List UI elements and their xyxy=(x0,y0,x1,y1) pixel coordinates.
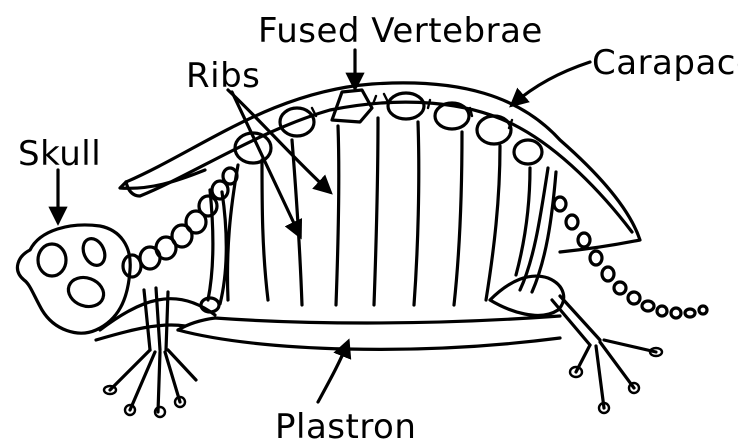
skull xyxy=(17,225,130,333)
label-carapace: Carapace xyxy=(592,43,738,83)
hind-limb-and-tail xyxy=(490,168,707,413)
carapace-shell xyxy=(120,83,640,252)
plastron-bone xyxy=(178,316,560,349)
label-ribs: Ribs xyxy=(186,56,260,96)
arrow-carapace xyxy=(512,62,590,105)
neck-vertebrae xyxy=(123,168,237,277)
label-skull: Skull xyxy=(18,134,101,174)
label-plastron: Plastron xyxy=(275,407,416,447)
arrow-ribs-2 xyxy=(232,92,300,236)
arrow-plastron xyxy=(318,342,348,402)
fused-vertebrae xyxy=(235,90,542,164)
label-fused-vertebrae: Fused Vertebrae xyxy=(258,11,543,51)
ribs xyxy=(227,118,530,305)
